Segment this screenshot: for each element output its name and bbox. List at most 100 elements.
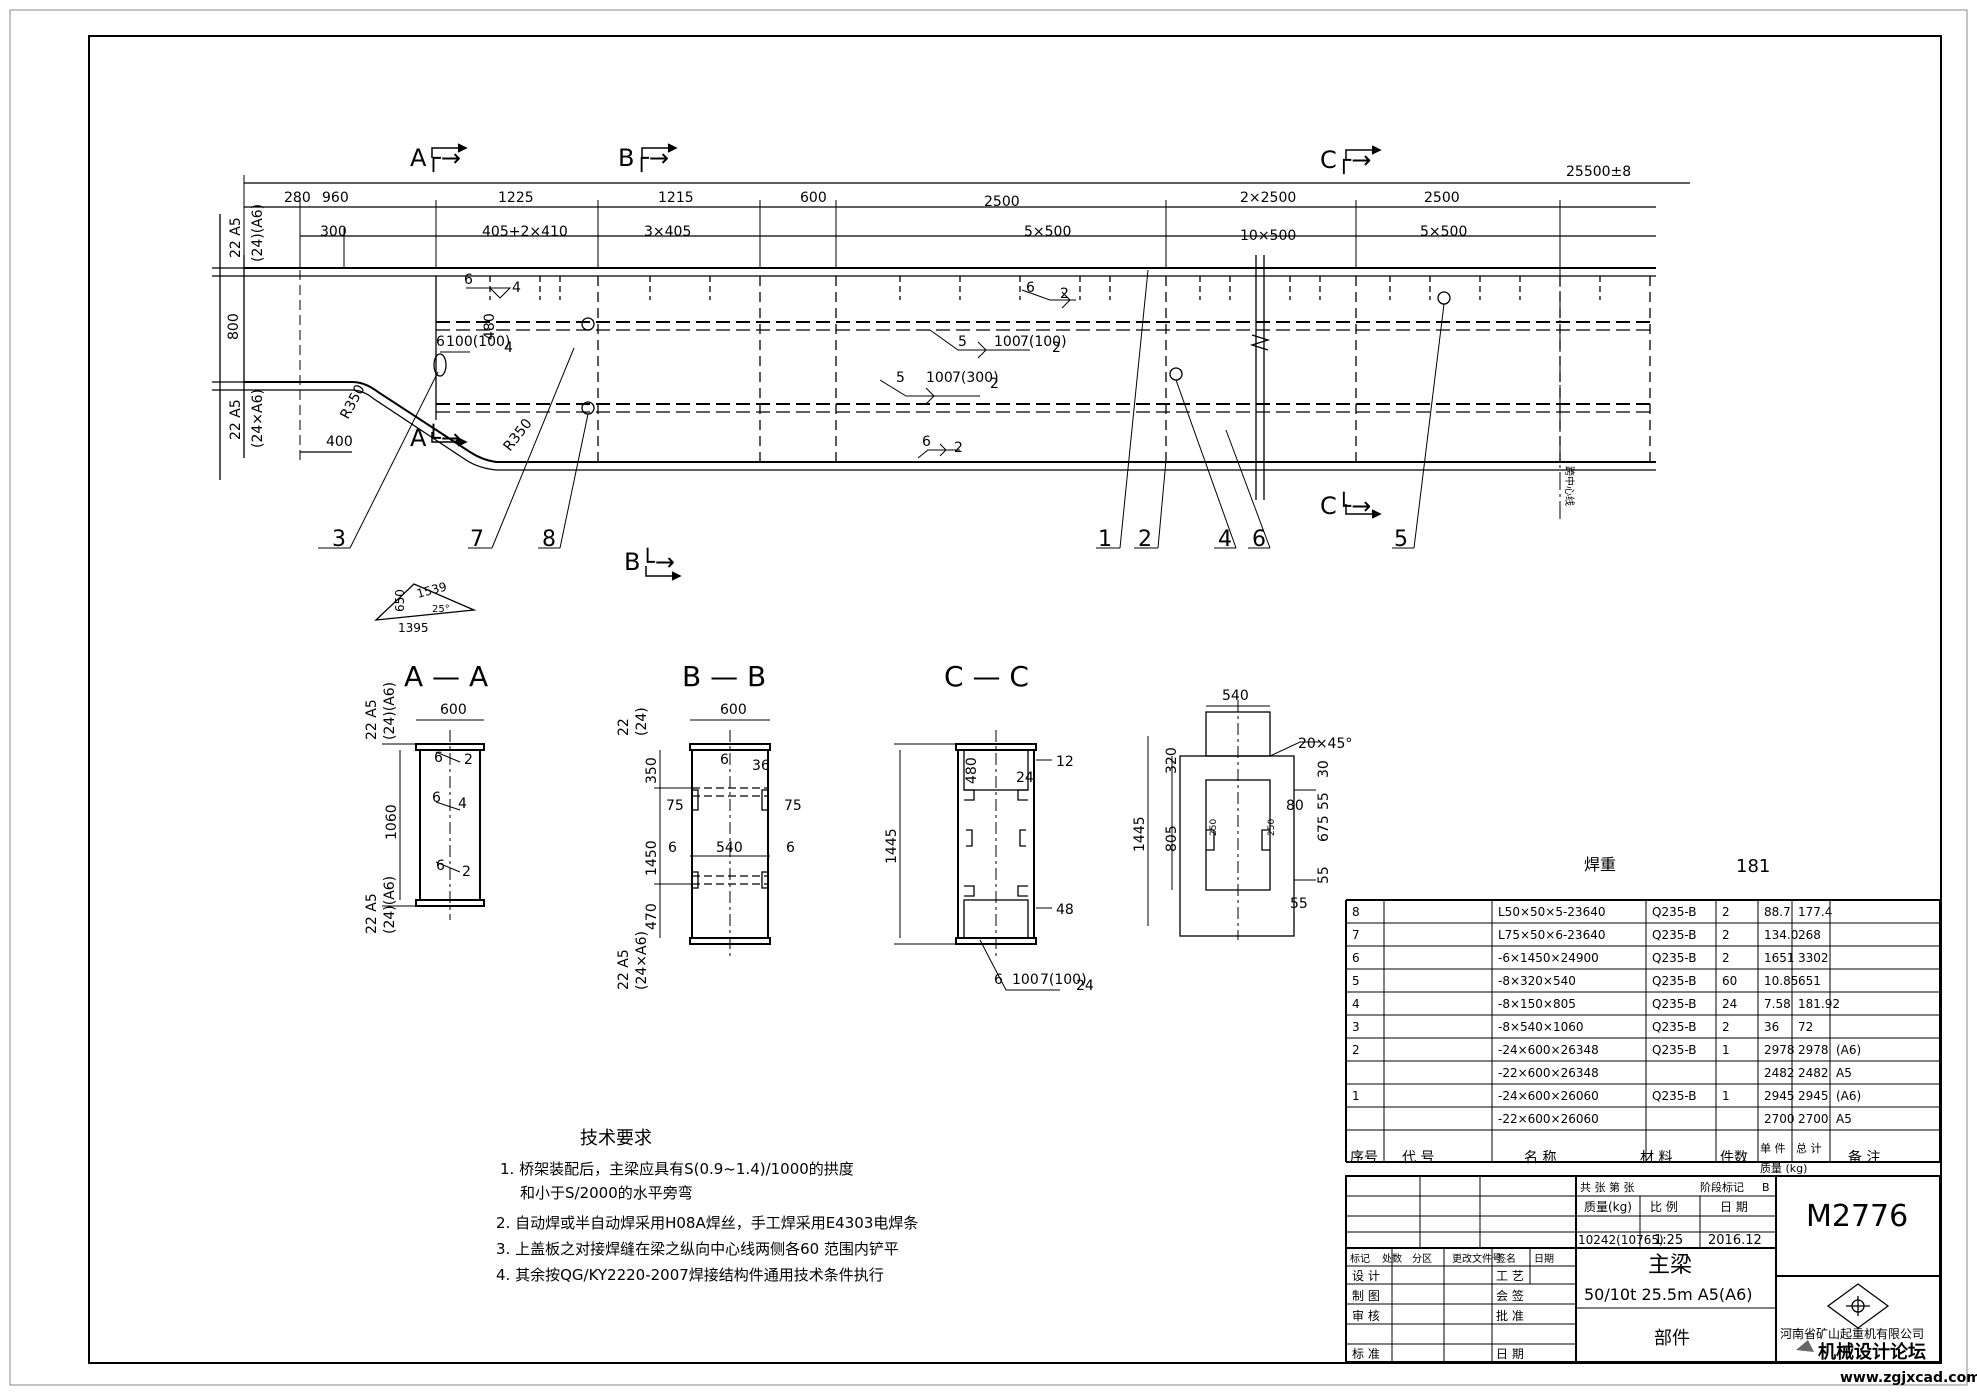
- dim-5x500: 5×500: [1024, 224, 1071, 240]
- weld-weight-value: 181: [1736, 856, 1770, 877]
- aa-title: A — A: [404, 660, 488, 693]
- watermark: 机械设计论坛 www.zgjxcad.com: [1796, 1340, 1977, 1386]
- elevation-labels: 25500±8 A┌→ B┌→ C┌→ A└→ B└→ C└→ 280 960 …: [226, 144, 1631, 635]
- bom-h-unit: 单 件: [1760, 1142, 1786, 1155]
- cc-weld-6: 6: [994, 972, 1003, 988]
- tb-scale: 1:25: [1654, 1233, 1683, 1248]
- bom-cell-unit: 88.7: [1764, 905, 1791, 919]
- bb-dim-600: 600: [720, 702, 747, 718]
- tb-role-approve: 批 准: [1496, 1308, 1524, 1323]
- weld-weight-label: 焊重: [1584, 855, 1616, 874]
- bom-cell-unit: 2482: [1764, 1066, 1795, 1080]
- section-cc: [894, 730, 1060, 991]
- weld-2b: 2: [1060, 286, 1069, 302]
- bom-cell-qty: 24: [1722, 997, 1737, 1011]
- bom-cell-note: A5: [1836, 1066, 1852, 1080]
- slope-angle: 25°: [432, 604, 450, 615]
- tb-date-label: 日 期: [1720, 1200, 1748, 1214]
- cc-weld-7-100: 7(100): [1040, 972, 1087, 988]
- dim-2x2500: 2×2500: [1240, 190, 1296, 206]
- bom-cell-no: 5: [1352, 974, 1360, 988]
- bom-cell-name: -24×600×26060: [1498, 1089, 1599, 1103]
- bom-cell-total: 177.4: [1798, 905, 1832, 919]
- bom-cell-material: Q235-B: [1652, 974, 1696, 988]
- bom-cell-total: 2700: [1798, 1112, 1829, 1126]
- notes-title: 技术要求: [580, 1128, 652, 1149]
- tb-row-file: 更改文件号: [1452, 1252, 1502, 1265]
- bb-dim-6a: 6: [668, 840, 677, 856]
- weld-100b: 100: [926, 370, 953, 386]
- tb-row-sign: 签名: [1496, 1252, 1516, 1265]
- part-ref-5: 5: [1394, 527, 1408, 552]
- section-bb: [654, 719, 771, 960]
- section-bb-labels: B — B 600 350 1450 470 540 75 75 6 6 22 …: [616, 660, 802, 990]
- bom-cell-no: 4: [1352, 997, 1360, 1011]
- bom-cell-qty: 1: [1722, 1043, 1730, 1057]
- watermark-url: www.zgjxcad.com: [1840, 1370, 1977, 1386]
- aa-weld-2a: 2: [464, 752, 473, 768]
- detail-dim-250b: 250: [1267, 819, 1277, 836]
- dim-300: 300: [320, 224, 347, 240]
- dim-960: 960: [322, 190, 349, 206]
- bb-dim-75a: 75: [666, 798, 684, 814]
- section-aa-labels: A — A 600 1060 22 A5 (24)(A6) 22 A5 (24)…: [364, 660, 488, 934]
- dim-left-24a6-bottom: (24×A6): [250, 389, 266, 448]
- note-4: 4. 其余按QG/KY2220-2007焊接结构件通用技术条件执行: [496, 1266, 884, 1284]
- part-type: 部件: [1654, 1328, 1690, 1349]
- bom-cell-total: 181.92: [1798, 997, 1840, 1011]
- part-ref-3: 3: [332, 527, 346, 552]
- aa-dim-22a5-bottom: 22 A5: [364, 893, 380, 934]
- bom-cell-name: -8×150×805: [1498, 997, 1576, 1011]
- tb-role-date: 日 期: [1496, 1347, 1524, 1361]
- watermark-text: 机械设计论坛: [1818, 1341, 1926, 1363]
- bb-dim-22a5: 22 A5: [616, 949, 632, 990]
- aa-weld-2c: 2: [462, 864, 471, 880]
- weld-6c: 6: [922, 434, 931, 450]
- detail-dim-250a: 250: [1209, 819, 1219, 836]
- bom-cell-material: Q235-B: [1652, 1089, 1696, 1103]
- bb-dim-22: 22: [616, 718, 632, 736]
- dim-1225: 1225: [498, 190, 534, 206]
- aa-weld-6a: 6: [434, 750, 443, 766]
- bom-cell-no: 2: [1352, 1043, 1360, 1057]
- part-spec: 50/10t 25.5m A5(A6): [1584, 1285, 1753, 1304]
- tb-role-sign: 会 签: [1496, 1288, 1524, 1303]
- bom-h-qty: 件数: [1720, 1150, 1748, 1166]
- dim-480: 480: [482, 313, 498, 340]
- watermark-icon: [1796, 1340, 1814, 1352]
- bom-cell-unit: 10.85: [1764, 974, 1798, 988]
- section-mark-b-bottom: B└→: [624, 547, 675, 576]
- bom-grid: [1345, 899, 1941, 1163]
- section-cc-labels: C — C 1445 480 12 24 48 24 6 100 7(100): [884, 660, 1094, 994]
- elevation-view: [212, 143, 1690, 621]
- bom-cell-qty: 60: [1722, 974, 1737, 988]
- bom-cell-qty: 1: [1722, 1089, 1730, 1103]
- bom-cell-material: Q235-B: [1652, 997, 1696, 1011]
- tb-row-date: 日期: [1534, 1253, 1554, 1265]
- part-name: 主梁: [1648, 1253, 1692, 1278]
- dim-left-22a5-bottom: 22 A5: [228, 399, 244, 440]
- weld-7-100a: 7(100): [1020, 334, 1067, 350]
- detail-dim-chamfer: 20×45°: [1298, 736, 1352, 752]
- part-ref-2: 2: [1138, 527, 1152, 552]
- aa-weld-6b: 6: [432, 790, 441, 806]
- bom-cell-total: 3302: [1798, 951, 1829, 965]
- section-mark-c-top: C┌→: [1320, 146, 1371, 175]
- bom-cell-qty: 2: [1722, 928, 1730, 942]
- bb-dim-75b: 75: [784, 798, 802, 814]
- bom-cell-no: 7: [1352, 928, 1360, 942]
- detail-dim-55b: 55: [1316, 866, 1332, 884]
- part-ref-7: 7: [470, 527, 484, 552]
- dim-600: 600: [800, 190, 827, 206]
- weld-100a: 100: [994, 334, 1021, 350]
- bb-dim-24: (24): [634, 707, 650, 736]
- bom-header: 序号 代 号 名 称 材 料 件数 单 件 总 计 质量 (kg) 备 注: [1350, 1141, 1880, 1175]
- bom-cell-name: -22×600×26348: [1498, 1066, 1599, 1080]
- note-1b: 和小于S/2000的水平旁弯: [520, 1184, 693, 1202]
- cc-dim-24b: 24: [1076, 978, 1094, 994]
- bom-cell-unit: 1651: [1764, 951, 1795, 965]
- bb-weld-36: 36: [752, 758, 770, 774]
- bom-h-no: 序号: [1350, 1150, 1378, 1166]
- section-mark-b-top: B┌→: [618, 144, 669, 173]
- detail-dim-675: 675: [1316, 815, 1332, 842]
